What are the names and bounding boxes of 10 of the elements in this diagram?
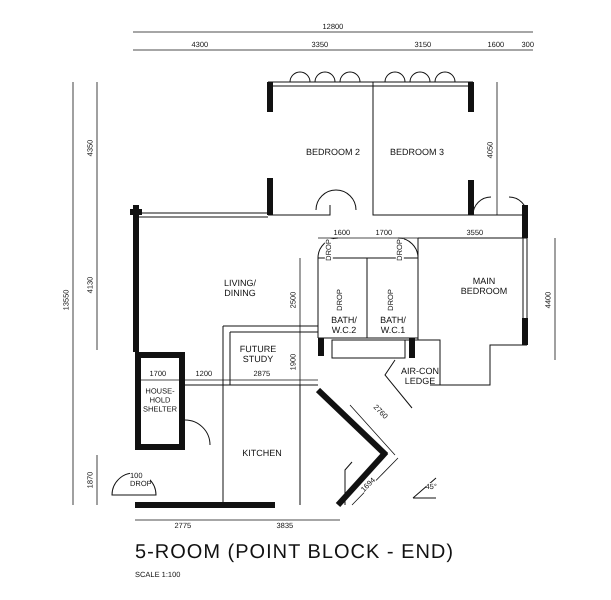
room-label: AIR-CON LEDGE [400, 366, 440, 386]
room-label: BEDROOM 2 [303, 147, 363, 157]
room-label: BATH/ W.C.1 [377, 315, 409, 335]
room-label: FUTURE STUDY [233, 344, 283, 364]
room-label: BEDROOM 3 [387, 147, 447, 157]
plan-title: 5-ROOM (POINT BLOCK - END) [135, 541, 454, 564]
room-label: KITCHEN [237, 448, 287, 458]
room-label: LIVING/ DINING [215, 278, 265, 298]
room-label: MAIN BEDROOM [459, 276, 509, 296]
room-label: BATH/ W.C.2 [328, 315, 360, 335]
